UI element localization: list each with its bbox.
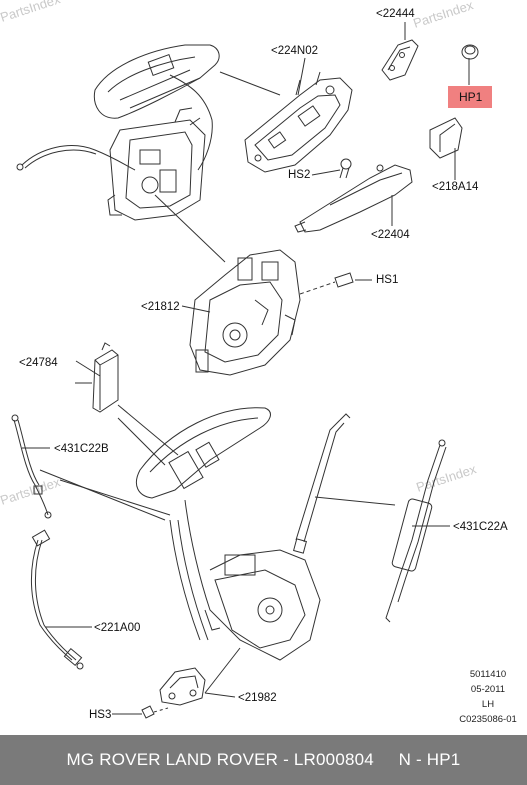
callout-21982: <21982 <box>238 692 277 704</box>
latch-21812-drawing <box>189 249 301 376</box>
hp1-plug-drawing <box>461 44 479 60</box>
callout-224N02: <224N02 <box>271 45 318 57</box>
handle-bracket-224N02-drawing <box>244 71 353 173</box>
callout-22444: <22444 <box>376 8 415 20</box>
callout-22404: <22404 <box>371 229 410 241</box>
callout-218A14: <218A14 <box>432 181 479 193</box>
footer-gap <box>374 750 399 770</box>
latch-assembly-upper-drawing <box>107 107 206 221</box>
watermark: PartsIndex <box>0 0 63 25</box>
footer-bar: MG ROVER LAND ROVER - LR000804 N - HP1 <box>0 735 527 785</box>
watermark: PartsIndex <box>414 461 478 495</box>
lock-cover-22444-drawing <box>381 39 419 81</box>
outer-handle-bracket-drawing <box>93 44 220 171</box>
info-line-4: C0235086-01 <box>459 714 517 725</box>
cable-221A00-drawing <box>31 529 84 670</box>
hp1-highlight-box <box>448 86 492 108</box>
bracket-24784-drawing <box>92 342 119 413</box>
leader-lines <box>22 22 470 715</box>
info-line-2: 05-2011 <box>471 684 505 695</box>
footer-position: N - HP1 <box>398 750 461 769</box>
screw-hs3-drawing <box>141 705 169 719</box>
footer-part-number: LR000804 <box>293 750 374 769</box>
parts-diagram: PartsIndex PartsIndex PartsIndex PartsIn… <box>0 0 517 725</box>
cable-431C22A-drawing <box>385 439 447 623</box>
callout-431C22A: <431C22A <box>453 521 508 533</box>
hp1-highlight[interactable]: HP1 <box>448 86 492 108</box>
screw-hs2-drawing <box>339 158 352 179</box>
long-rod-drawing <box>293 413 351 554</box>
info-line-1: 5011410 <box>470 669 506 680</box>
screw-hs1-drawing <box>299 272 354 295</box>
outer-handle-22404-drawing <box>294 164 413 233</box>
callout-221A00: <221A00 <box>94 622 140 634</box>
footer-brand: MG ROVER LAND ROVER <box>66 750 279 769</box>
callout-hs3: HS3 <box>89 709 111 721</box>
callout-24784: <24784 <box>19 357 58 369</box>
callout-hs1: HS1 <box>376 274 398 286</box>
watermark: PartsIndex <box>411 0 475 31</box>
callout-431C22B: <431C22B <box>54 443 109 455</box>
info-line-3: LH <box>482 699 494 710</box>
door-assembly-lower-drawing <box>136 407 321 661</box>
upper-cable-drawing <box>16 145 136 171</box>
footer-separator: - <box>278 750 294 769</box>
striker-21982-drawing <box>159 667 206 706</box>
cable-431C22B-drawing <box>11 414 52 519</box>
callout-21812: <21812 <box>141 301 180 313</box>
callout-hp1: HP1 <box>459 90 483 104</box>
diagram-info-block: 5011410 05-2011 LH C0235086-01 <box>459 669 517 725</box>
callout-hs2: HS2 <box>288 169 310 181</box>
end-cap-218A14-drawing <box>429 117 463 159</box>
